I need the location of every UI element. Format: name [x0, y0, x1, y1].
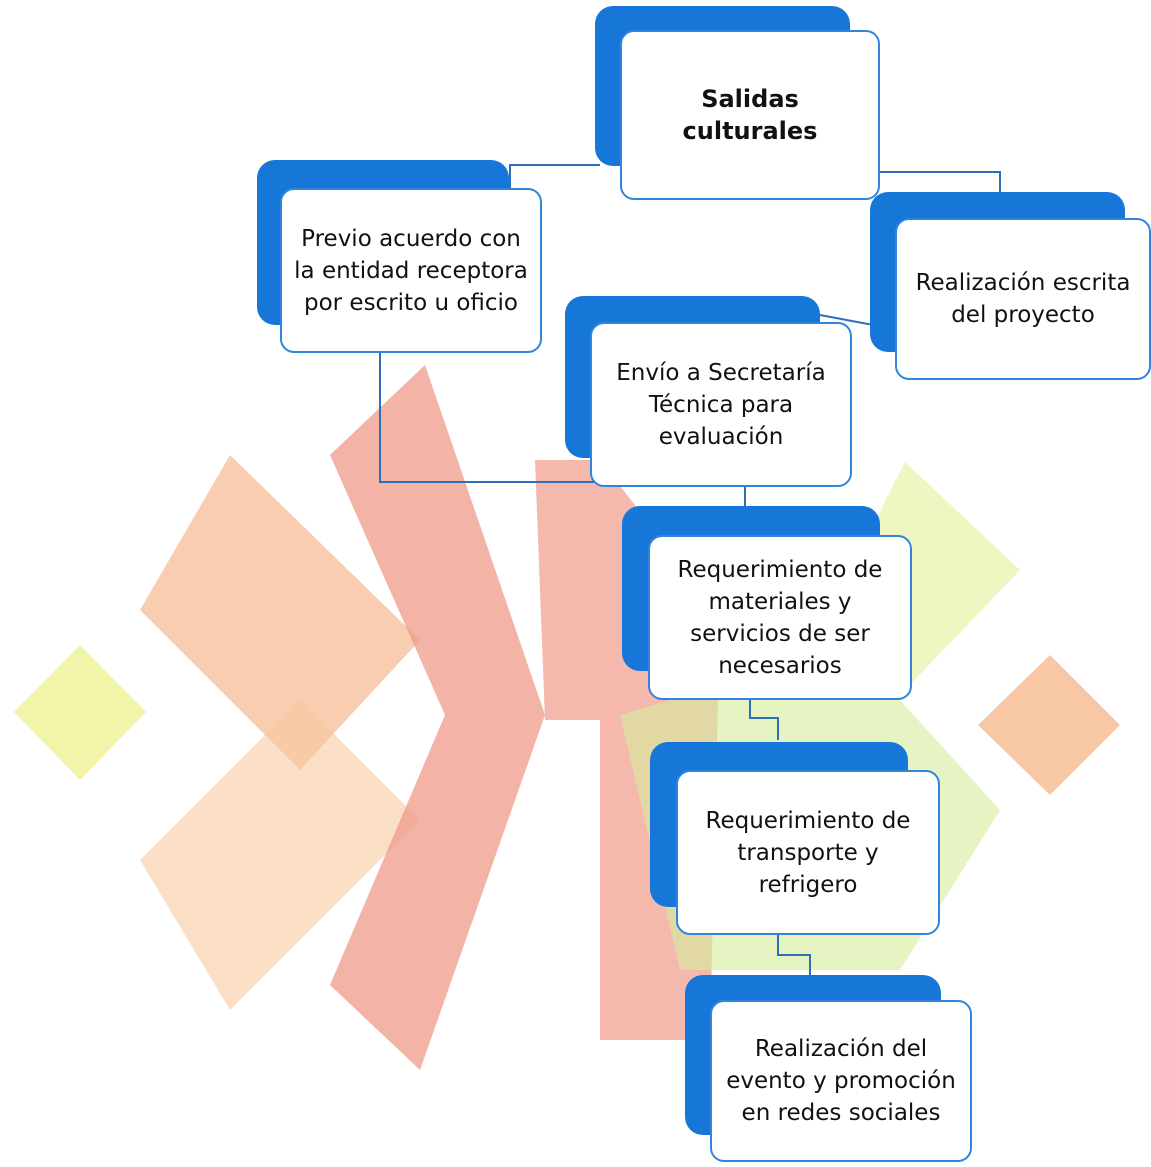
bg-red-chevron	[330, 365, 545, 1070]
edge-materiales-transporte	[749, 700, 779, 740]
bg-orange-diamond-right	[978, 655, 1120, 795]
node-label: Requerimiento de transporte y refrigero	[705, 807, 911, 898]
node-realizacion-escrita: Realización escrita del proyecto	[895, 218, 1151, 380]
bg-yellow-diamond-left	[14, 645, 146, 780]
node-realizacion-evento: Realización del evento y promoción en re…	[710, 1000, 972, 1162]
edge-salidas-previo	[509, 164, 600, 190]
node-label: Requerimiento de materiales y servicios …	[677, 556, 883, 679]
node-label: Realización escrita del proyecto	[915, 270, 1131, 328]
node-requerimiento-materiales: Requerimiento de materiales y servicios …	[648, 535, 912, 700]
node-label: Envío a Secretaría Técnica para evaluaci…	[616, 359, 826, 450]
edge-previo-envio	[379, 352, 746, 510]
node-label: Previo acuerdo con la entidad receptora …	[294, 225, 528, 316]
node-salidas-culturales: Salidas culturales	[620, 30, 880, 200]
node-label: Salidas culturales	[682, 85, 818, 145]
bg-orange-chevron-left-lower	[140, 700, 420, 1010]
edge-salidas-realizacion	[880, 171, 1001, 195]
node-label: Realización del evento y promoción en re…	[726, 1036, 956, 1126]
node-requerimiento-transporte: Requerimiento de transporte y refrigero	[676, 770, 940, 935]
node-previo-acuerdo: Previo acuerdo con la entidad receptora …	[280, 188, 542, 353]
node-envio-secretaria: Envío a Secretaría Técnica para evaluaci…	[590, 322, 852, 487]
edge-transporte-evento	[777, 935, 811, 975]
bg-orange-chevron-left	[140, 455, 420, 770]
